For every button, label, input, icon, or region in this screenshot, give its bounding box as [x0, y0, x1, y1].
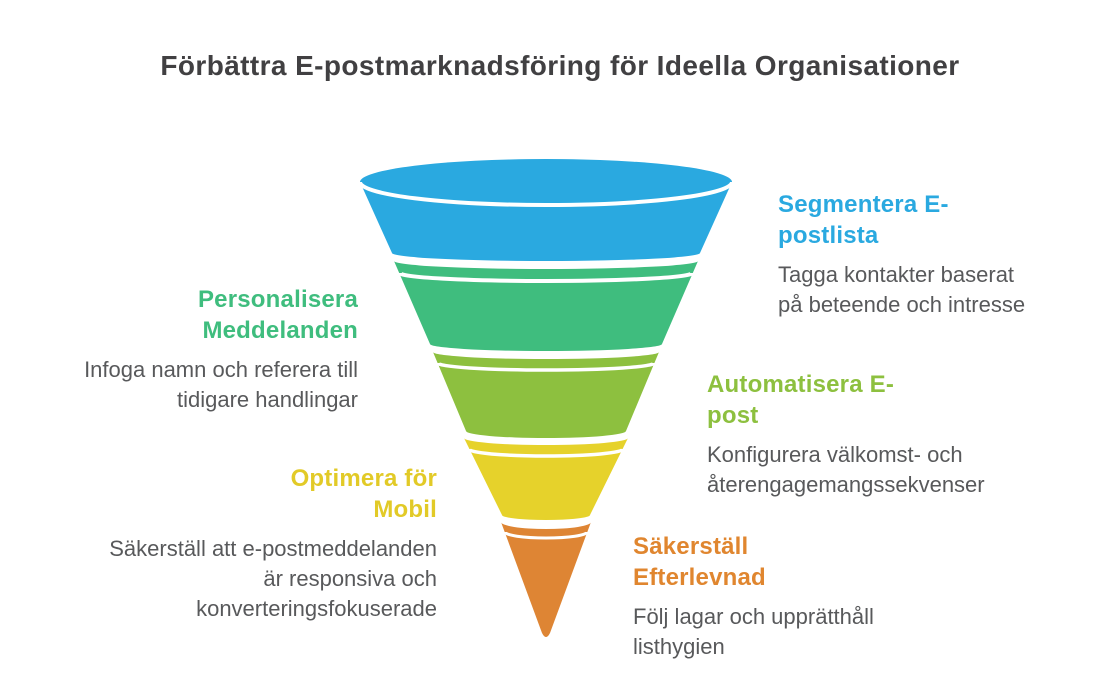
body-line: är responsiva och [263, 566, 437, 591]
funnel-stage-automatisera [433, 352, 659, 438]
callout-automatisera: Automatisera E- post Konfigurera välkoms… [707, 369, 985, 500]
funnel-stage-segmentera [358, 159, 734, 261]
body-line: Följ lagar och upprätthåll [633, 604, 874, 629]
callout-body: Infoga namn och referera till tidigare h… [84, 355, 358, 415]
body-line: Tagga kontakter baserat [778, 262, 1015, 287]
page-title: Förbättra E-postmarknadsföring för Ideel… [160, 50, 960, 81]
callout-heading: Automatisera E- post [707, 369, 985, 431]
heading-line: Segmentera E- [778, 191, 949, 218]
funnel-stage-mouth [360, 159, 732, 205]
callout-body: Konfigurera välkomst- och återengagemang… [707, 440, 985, 500]
body-line: Infoga namn och referera till [84, 357, 358, 382]
funnel-stage-rim [503, 531, 589, 540]
heading-line: Säkerställ [633, 533, 749, 560]
heading-line: Mobil [373, 496, 437, 523]
funnel-stage-sakerstall [501, 522, 591, 637]
funnel-stage-body [394, 261, 698, 351]
heading-line: post [707, 402, 759, 429]
funnel-stage-body [360, 182, 732, 261]
callout-segmentera: Segmentera E- postlista Tagga kontakter … [778, 189, 1025, 320]
callout-body: Säkerställ att e-postmeddelanden är resp… [109, 534, 437, 624]
body-line: återengagemangssekvenser [707, 472, 985, 497]
body-line: tidigare handlingar [176, 387, 358, 412]
callout-body: Tagga kontakter baserat på beteende och … [778, 260, 1025, 320]
body-line: Säkerställ att e-postmeddelanden [109, 536, 437, 561]
heading-line: Meddelanden [202, 317, 358, 344]
callout-heading: Personalisera Meddelanden [84, 284, 358, 346]
funnel-stage-rim [398, 271, 694, 283]
funnel-stage-rim [467, 448, 625, 458]
funnel-stage-personalisera [394, 261, 698, 351]
funnel-stage-body [501, 522, 591, 637]
heading-line: Optimera för [290, 465, 437, 492]
funnel-stage-body [433, 352, 659, 438]
body-line: på beteende och intresse [778, 292, 1026, 317]
heading-line: Personalisera [197, 286, 358, 313]
funnel-stage-optimera [464, 438, 628, 520]
callout-optimera: Optimera för Mobil Säkerställ att e-post… [109, 463, 437, 624]
funnel-stage-body [464, 438, 628, 520]
body-line: Konfigurera välkomst- och [707, 442, 963, 467]
callout-heading: Segmentera E- postlista [778, 189, 1025, 251]
body-line: listhygien [633, 634, 725, 659]
callout-sakerstall: Säkerställ Efterlevnad Följ lagar och up… [633, 531, 874, 662]
heading-line: Automatisera E- [707, 371, 895, 398]
heading-line: postlista [778, 222, 879, 249]
funnel-stage-rim [436, 362, 656, 372]
callout-heading: Optimera för Mobil [109, 463, 437, 525]
body-line: konverteringsfokuserade [196, 596, 437, 621]
callout-personalisera: Personalisera Meddelanden Infoga namn oc… [84, 284, 358, 415]
funnel-stage-rim [358, 181, 734, 207]
callout-heading: Säkerställ Efterlevnad [633, 531, 874, 593]
heading-line: Efterlevnad [633, 564, 766, 591]
callout-body: Följ lagar och upprätthåll listhygien [633, 602, 874, 662]
